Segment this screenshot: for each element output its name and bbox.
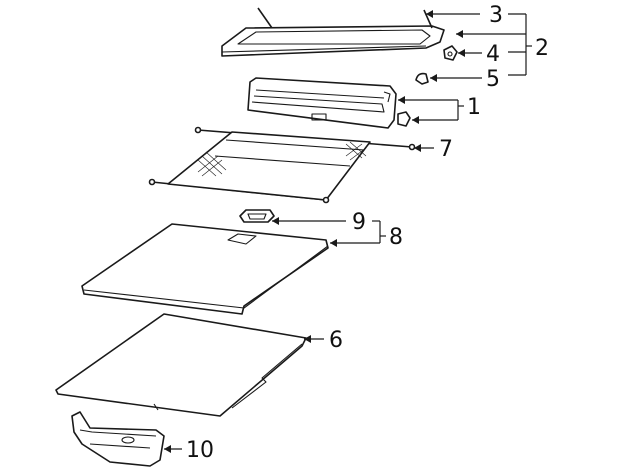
leader-lines <box>164 10 532 453</box>
callout-3: 3 <box>489 3 503 28</box>
floor-mat-part-6 <box>55 313 307 417</box>
fastener-part-1 <box>397 111 411 127</box>
load-floor-part-8 <box>81 223 329 315</box>
strut-right <box>423 9 433 29</box>
clip-part-5 <box>415 72 429 85</box>
callout-4: 4 <box>486 42 500 67</box>
strut-left <box>257 7 273 29</box>
callout-labels: 3 2 4 5 1 7 9 8 6 10 <box>186 3 549 463</box>
bracket-part-4 <box>443 45 458 61</box>
storage-tray-part-10 <box>71 411 165 467</box>
callout-6: 6 <box>329 328 343 353</box>
callout-2: 2 <box>535 36 549 61</box>
upper-panel-assembly <box>221 7 445 57</box>
callout-9: 9 <box>352 210 366 235</box>
callout-5: 5 <box>486 67 500 92</box>
callout-1: 1 <box>467 95 481 120</box>
callout-10: 10 <box>186 438 214 463</box>
callout-7: 7 <box>439 137 453 162</box>
trim-panel-part-1 <box>247 77 397 129</box>
callout-8: 8 <box>389 225 403 250</box>
access-cover-part-9 <box>239 209 275 223</box>
cargo-net-part-7 <box>148 126 416 204</box>
